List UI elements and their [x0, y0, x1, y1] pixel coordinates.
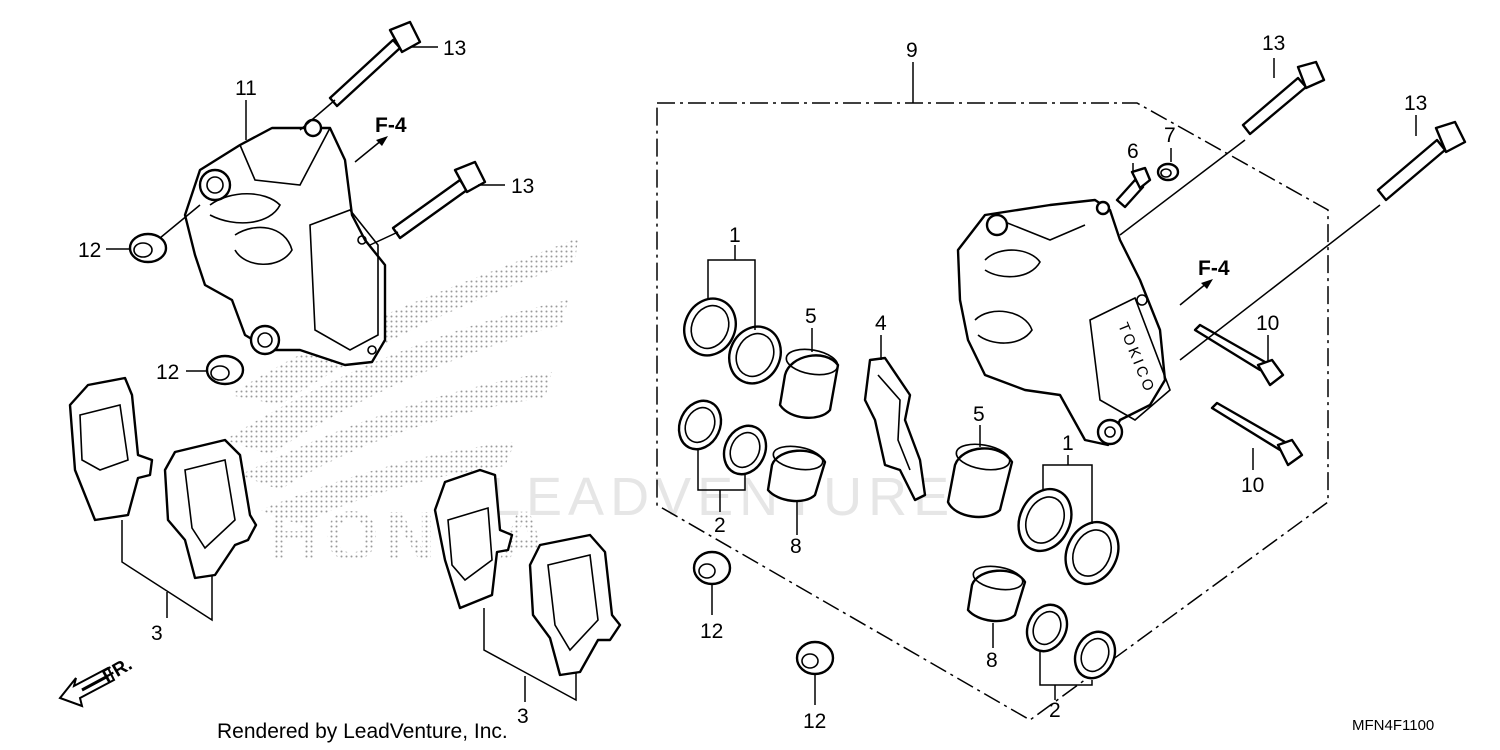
- callout-12: 12: [803, 710, 826, 733]
- callout-9: 9: [906, 39, 918, 62]
- right-caliper-body: TOKICO: [956, 198, 1171, 447]
- bleeder-screw: [1115, 166, 1152, 209]
- bolt-top-left: [328, 20, 422, 108]
- callout-13: 13: [1404, 92, 1427, 115]
- left-caliper-body: [183, 118, 387, 367]
- dust-seal-set-lower: [1025, 603, 1117, 680]
- callout-2: 2: [1049, 699, 1061, 722]
- callout-3: 3: [151, 622, 163, 645]
- callout-8: 8: [986, 649, 998, 672]
- caliper-assembly-outline: [656, 102, 1329, 721]
- callout-12: 12: [78, 239, 101, 262]
- bushing-left-upper: [128, 232, 168, 264]
- piston-seal-set-lower: [1017, 487, 1120, 586]
- callout-1: 1: [729, 224, 741, 247]
- middle-brake-pad-inner: [528, 533, 622, 677]
- callout-3: 3: [517, 705, 529, 728]
- render-credit: Rendered by LeadVenture, Inc.: [217, 720, 508, 743]
- f4-arrow-left: [354, 136, 388, 163]
- piston-large-lower: [946, 443, 1014, 519]
- callout-2: 2: [714, 514, 726, 537]
- bolt-far-right: [1376, 120, 1467, 202]
- bolt-mid-left: [391, 160, 487, 240]
- callout-8: 8: [790, 535, 802, 558]
- callout-5: 5: [973, 403, 985, 426]
- callout-12: 12: [156, 361, 179, 384]
- ref-f4-right: F-4: [1198, 257, 1230, 280]
- bushing-mid-lower: [692, 550, 732, 586]
- left-brake-pad-inner: [163, 438, 258, 580]
- piston-seal-set-upper: [683, 297, 782, 385]
- callout-11: 11: [235, 77, 257, 100]
- left-brake-pad-outer: [68, 376, 154, 522]
- leader-lines: [106, 46, 1417, 705]
- callout-13: 13: [511, 175, 534, 198]
- front-direction-arrow: [58, 666, 116, 708]
- bushing-bottom-center: [795, 640, 835, 676]
- bleeder-cap: [1156, 162, 1180, 182]
- callout-7: 7: [1164, 124, 1176, 147]
- dust-seal-set-upper: [677, 399, 768, 476]
- pad-pin-upper: [1193, 323, 1285, 387]
- callout-13: 13: [1262, 32, 1285, 55]
- diagram-code: MFN4F1100: [1352, 717, 1434, 734]
- callout-1: 1: [1062, 432, 1074, 455]
- callout-6: 6: [1127, 140, 1139, 163]
- callout-4: 4: [875, 312, 887, 335]
- wing-logo-watermark: HONDA: [225, 238, 578, 575]
- bolt-top-right: [1241, 60, 1326, 136]
- callout-13: 13: [443, 37, 466, 60]
- piston-small-upper: [766, 445, 827, 503]
- callout-10: 10: [1256, 312, 1279, 335]
- callout-10: 10: [1241, 474, 1264, 497]
- callout-5: 5: [805, 305, 817, 328]
- callout-12: 12: [700, 620, 723, 643]
- piston-small-lower: [966, 565, 1027, 623]
- ref-f4-left: F-4: [375, 114, 407, 137]
- bushing-left-lower: [205, 354, 245, 386]
- pad-spring: [863, 356, 927, 502]
- pad-pin-lower: [1210, 401, 1304, 467]
- f4-arrow-right: [1179, 279, 1213, 306]
- piston-large-upper: [778, 348, 840, 419]
- middle-brake-pad-outer: [433, 468, 514, 610]
